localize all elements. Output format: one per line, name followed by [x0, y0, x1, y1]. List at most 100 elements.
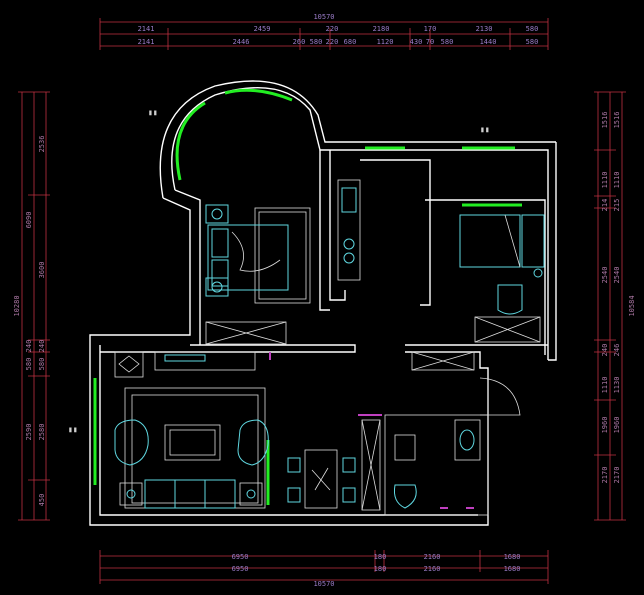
right-dim: 2170 — [613, 467, 621, 484]
shoe-cabinet-icon — [411, 351, 475, 371]
tv-icon — [164, 354, 206, 362]
dining-chair-icon — [342, 487, 356, 503]
kitchen-furniture — [337, 179, 361, 281]
right-dim: 1960 — [613, 417, 621, 434]
right-dim: 1110 — [601, 377, 609, 394]
kitchen-counter-icon — [337, 179, 361, 281]
top-dim: 580 — [310, 38, 323, 46]
plant-stand-icon — [114, 351, 144, 378]
lamp-icon — [211, 208, 223, 220]
right-dim: 1960 — [601, 417, 609, 434]
toilet-icon — [394, 484, 417, 509]
side-table-icon — [119, 482, 143, 506]
right-dim: 240 — [601, 344, 609, 357]
sofa-icon — [144, 479, 236, 509]
washbasin-icon — [459, 429, 475, 451]
left-total-dim: 10280 — [13, 295, 21, 316]
top-dim: 170 — [424, 25, 437, 33]
room-mark: ▮▮ — [148, 108, 158, 117]
bay-window-left — [175, 101, 206, 181]
left-dim: 580 — [38, 358, 46, 371]
side-table-icon — [239, 482, 263, 506]
room-mark: ▮▮ — [480, 125, 490, 134]
bedside-table-icon — [205, 277, 229, 297]
bottom-total-dim: 10570 — [313, 580, 334, 588]
top-dim: 2141 — [138, 38, 155, 46]
stove-burner-icon — [343, 238, 355, 250]
dining-furniture — [287, 414, 382, 511]
wardrobe-icon — [474, 316, 541, 343]
sink-icon — [341, 187, 357, 213]
right-dim: 1110 — [613, 172, 621, 189]
right-dim: 2540 — [601, 267, 609, 284]
top-dim: 1120 — [377, 38, 394, 46]
top-dim: 1440 — [480, 38, 497, 46]
bottom-dim: 2160 — [424, 553, 441, 561]
right-dim: 1110 — [601, 172, 609, 189]
top-dim: 580 — [526, 38, 539, 46]
bathroom-fixtures — [384, 414, 489, 516]
left-dim: 6090 — [25, 212, 33, 229]
bedroom2-furniture — [411, 214, 545, 371]
pillow-icon — [211, 228, 229, 258]
wardrobe-icon — [205, 321, 287, 345]
windows — [93, 88, 522, 505]
top-dim: 70 — [426, 38, 434, 46]
room-markers: ▮▮ ▮▮ ▮▮ — [68, 108, 490, 434]
living-furniture — [114, 351, 271, 509]
left-dim: 240 — [38, 340, 46, 353]
rug-inner-border — [258, 211, 307, 300]
bedroom1-furniture — [205, 204, 311, 345]
stove-burner-icon — [343, 252, 355, 264]
washbasin-counter-icon — [454, 419, 481, 461]
sofa-area-outline — [124, 387, 266, 509]
bottom-dim: 1680 — [504, 565, 521, 573]
bottom-dim: 6950 — [232, 553, 249, 561]
left-dim: 2536 — [38, 136, 46, 153]
double-bed-icon — [207, 224, 289, 291]
bottom-dim: 180 — [374, 553, 387, 561]
left-dim: 3600 — [38, 262, 46, 279]
left-dim: 580 — [25, 358, 33, 371]
shower-icon — [394, 434, 416, 461]
top-total-dim: 10570 — [313, 13, 334, 21]
top-dim: 220 — [326, 25, 339, 33]
dining-chair-icon — [287, 487, 301, 503]
bottom-dim: 2160 — [424, 565, 441, 573]
left-dim: 450 — [38, 494, 46, 507]
lamp-icon — [211, 281, 223, 293]
bed-headboard-icon — [521, 214, 545, 268]
left-dim: 2590 — [25, 424, 33, 441]
top-dim: 680 — [344, 38, 357, 46]
pillow-icon — [211, 259, 229, 287]
top-dim: 2141 — [138, 25, 155, 33]
walls — [89, 80, 557, 526]
right-dim: 246 — [613, 344, 621, 357]
bottom-dim: 1680 — [504, 553, 521, 561]
bed-cover-pattern — [231, 231, 281, 272]
armchair-icon — [237, 419, 269, 466]
top-dim: 260 — [293, 38, 306, 46]
dimension-lines — [18, 18, 626, 584]
top-dim: 2446 — [233, 38, 250, 46]
armchair-icon — [114, 419, 149, 466]
rug-icon — [254, 207, 311, 304]
cabinet-icon — [361, 419, 381, 511]
right-dim: 1130 — [613, 377, 621, 394]
bottom-dim: 180 — [374, 565, 387, 573]
tv-cabinet-icon — [154, 351, 256, 371]
top-dim: 2180 — [373, 25, 390, 33]
toilet-icon — [497, 284, 523, 315]
bay-window-top — [224, 88, 293, 102]
dimension-labels: 10570 2141 2459 220 2180 170 2130 580 21… — [13, 13, 636, 588]
top-dim: 580 — [526, 25, 539, 33]
dining-chair-icon — [342, 457, 356, 473]
left-dim: 240 — [25, 340, 33, 353]
left-dim: 2580 — [38, 424, 46, 441]
right-dim: 2540 — [613, 267, 621, 284]
top-dim: 430 — [410, 38, 423, 46]
table-decor — [311, 467, 331, 491]
room-mark: ▮▮ — [68, 425, 78, 434]
top-dim: 580 — [441, 38, 454, 46]
